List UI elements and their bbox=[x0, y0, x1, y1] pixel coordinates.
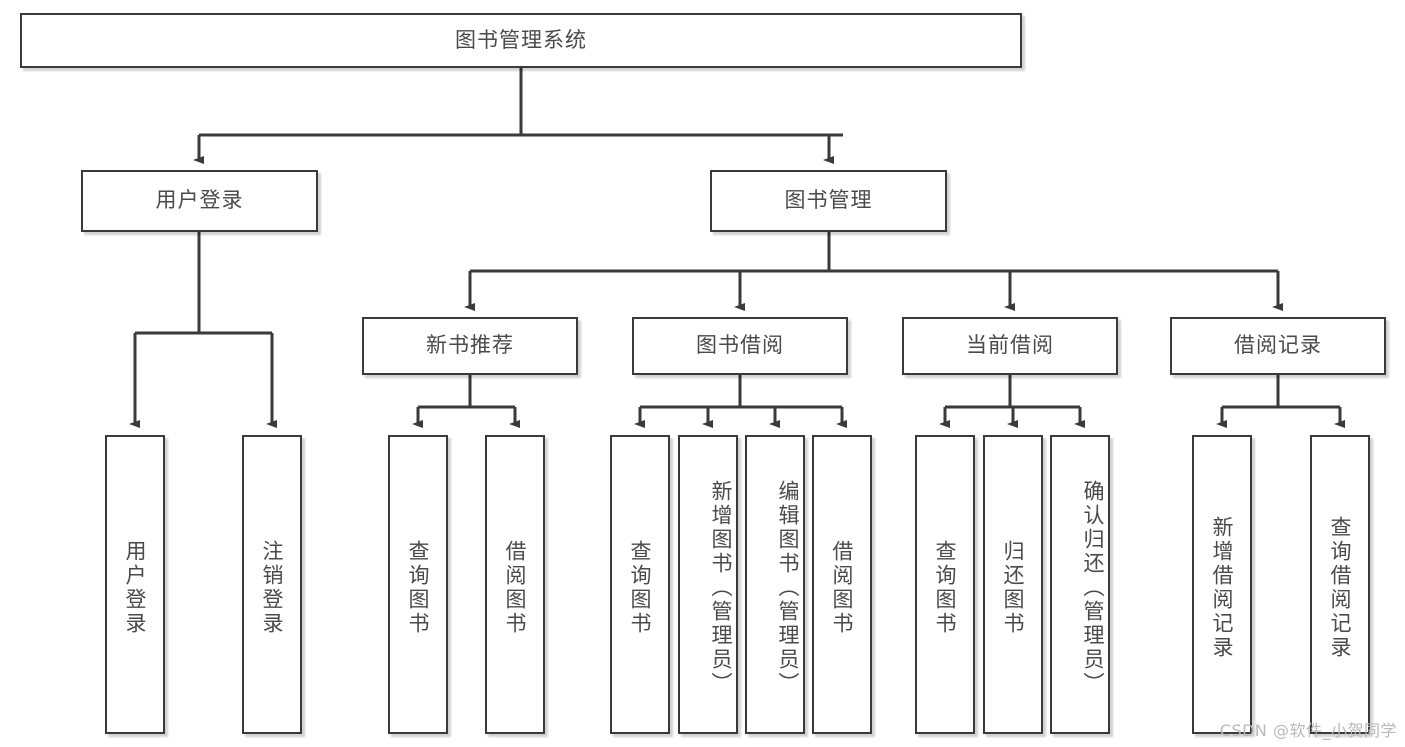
node-leaf-bb-query-book[interactable]: 查询图书 bbox=[610, 435, 670, 734]
node-root-label: 图书管理系统 bbox=[455, 27, 587, 52]
node-leaf-user-login-label: 用户登录 bbox=[123, 539, 147, 636]
node-book-manage[interactable]: 图书管理 bbox=[710, 170, 947, 232]
csdn-watermark: CSDN @软件_小贺同学 bbox=[1219, 721, 1397, 740]
node-current-borrow-label: 当前借阅 bbox=[966, 333, 1054, 358]
node-user-login-label: 用户登录 bbox=[155, 188, 244, 213]
node-leaf-br-add-record-label: 新增借阅记录 bbox=[1210, 515, 1234, 660]
node-root[interactable]: 图书管理系统 bbox=[20, 13, 1022, 68]
node-leaf-cb-return-book-label: 归还图书 bbox=[1001, 539, 1025, 636]
node-book-manage-label: 图书管理 bbox=[784, 188, 873, 213]
node-book-borrow[interactable]: 图书借阅 bbox=[632, 317, 848, 375]
node-book-borrow-label: 图书借阅 bbox=[696, 333, 784, 358]
node-leaf-nb-borrow-book-label: 借阅图书 bbox=[503, 539, 527, 636]
node-leaf-bb-edit-book-label: 编辑图书（管理员） bbox=[776, 479, 800, 696]
node-leaf-br-add-record[interactable]: 新增借阅记录 bbox=[1192, 435, 1252, 734]
node-leaf-bb-add-book-label: 新增图书（管理员） bbox=[709, 479, 733, 696]
node-leaf-br-query-record-label: 查询借阅记录 bbox=[1328, 515, 1352, 660]
node-borrow-record-label: 借阅记录 bbox=[1234, 333, 1322, 358]
node-leaf-nb-borrow-book[interactable]: 借阅图书 bbox=[485, 435, 545, 734]
node-leaf-bb-borrow-book[interactable]: 借阅图书 bbox=[812, 435, 872, 734]
node-leaf-bb-query-book-label: 查询图书 bbox=[628, 539, 652, 636]
node-leaf-cb-return-book[interactable]: 归还图书 bbox=[983, 435, 1043, 734]
node-leaf-logout[interactable]: 注销登录 bbox=[242, 435, 302, 734]
node-leaf-bb-add-book[interactable]: 新增图书（管理员） bbox=[678, 435, 738, 734]
node-leaf-cb-confirm-return-label: 确认归还（管理员） bbox=[1081, 479, 1105, 696]
node-leaf-bb-edit-book[interactable]: 编辑图书（管理员） bbox=[745, 435, 805, 734]
node-user-login[interactable]: 用户登录 bbox=[81, 170, 318, 232]
node-leaf-nb-query-book[interactable]: 查询图书 bbox=[388, 435, 448, 734]
node-current-borrow[interactable]: 当前借阅 bbox=[902, 317, 1118, 375]
node-leaf-bb-borrow-book-label: 借阅图书 bbox=[830, 539, 854, 636]
node-leaf-user-login[interactable]: 用户登录 bbox=[105, 435, 165, 734]
node-borrow-record[interactable]: 借阅记录 bbox=[1170, 317, 1386, 375]
node-new-book-recommend-label: 新书推荐 bbox=[426, 333, 514, 358]
node-leaf-logout-label: 注销登录 bbox=[260, 539, 284, 636]
node-new-book-recommend[interactable]: 新书推荐 bbox=[362, 317, 578, 375]
node-leaf-br-query-record[interactable]: 查询借阅记录 bbox=[1310, 435, 1370, 734]
node-leaf-cb-confirm-return[interactable]: 确认归还（管理员） bbox=[1050, 435, 1110, 734]
node-leaf-nb-query-book-label: 查询图书 bbox=[406, 539, 430, 636]
node-leaf-cb-query-book-label: 查询图书 bbox=[933, 539, 957, 636]
node-leaf-cb-query-book[interactable]: 查询图书 bbox=[915, 435, 975, 734]
